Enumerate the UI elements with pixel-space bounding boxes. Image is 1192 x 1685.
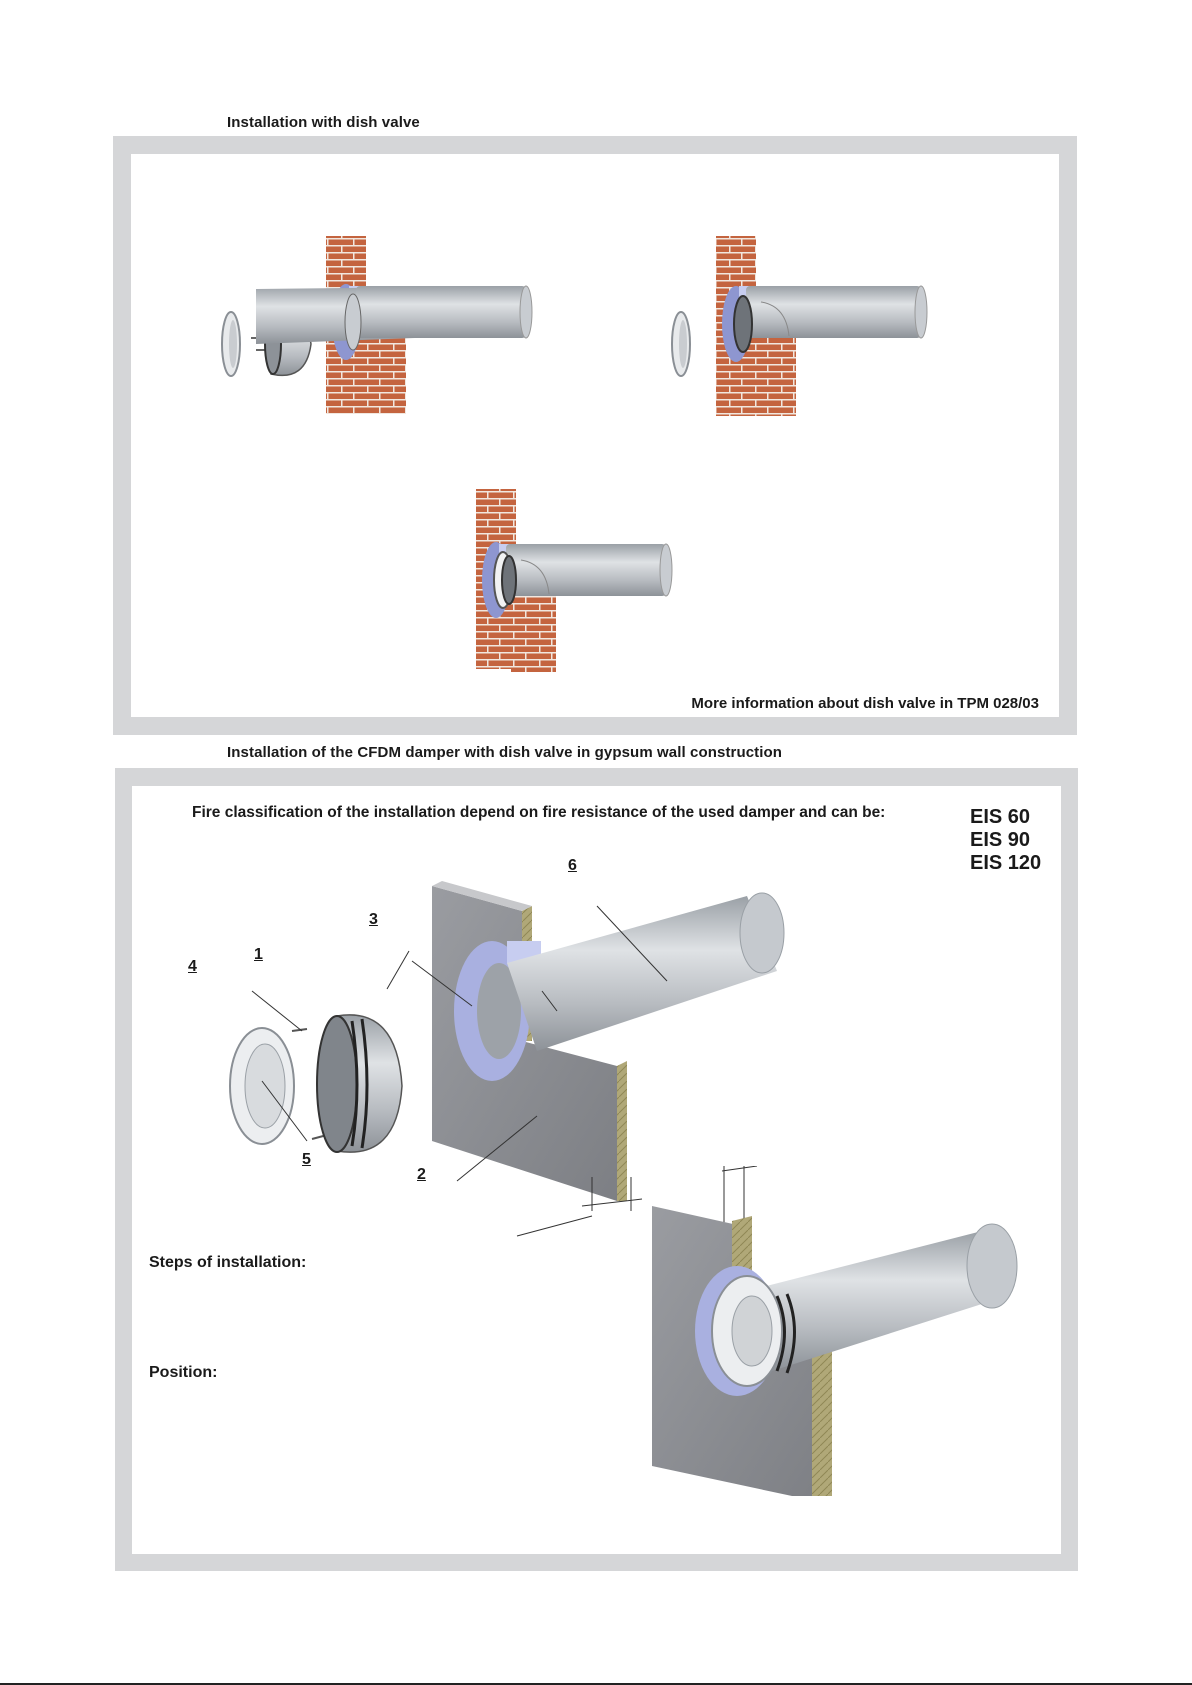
brick-wall-exploded-illustration	[221, 236, 533, 414]
eis-60: EIS 60	[970, 806, 1031, 828]
section2-frame: Fire classification of the installation …	[115, 768, 1078, 1571]
section1-frame: More information about dish valve in TPM…	[113, 136, 1077, 735]
callout-5: 5	[302, 1151, 311, 1168]
gypsum-wall-assembled-illustration	[652, 1166, 1018, 1496]
brick-wall-inserted-illustration	[671, 236, 928, 416]
section2-heading: Installation of the CFDM damper with dis…	[227, 744, 783, 761]
section2-panel: Fire classification of the installation …	[132, 786, 1061, 1554]
steps-of-installation-label: Steps of installation:	[149, 1254, 307, 1271]
callout-3: 3	[369, 911, 378, 928]
position-label: Position:	[149, 1364, 218, 1381]
callout-1: 1	[254, 946, 263, 963]
page-bottom-rule	[0, 1683, 1192, 1685]
section1-heading: Installation with dish valve	[227, 114, 420, 131]
duct	[507, 896, 777, 1051]
eis-90: EIS 90	[970, 829, 1031, 851]
dish-valve-info-note: More information about dish valve in TPM…	[691, 695, 1039, 712]
fire-classification-text: Fire classification of the installation …	[192, 804, 886, 821]
eis-120: EIS 120	[970, 852, 1042, 874]
brick-wall-mounted-illustration	[476, 489, 673, 672]
callout-2: 2	[417, 1166, 426, 1183]
callout-6: 6	[568, 857, 577, 874]
callout-4: 4	[188, 958, 197, 975]
section1-panel: More information about dish valve in TPM…	[131, 154, 1059, 717]
gypsum-wall-exploded-illustration	[229, 881, 785, 1237]
